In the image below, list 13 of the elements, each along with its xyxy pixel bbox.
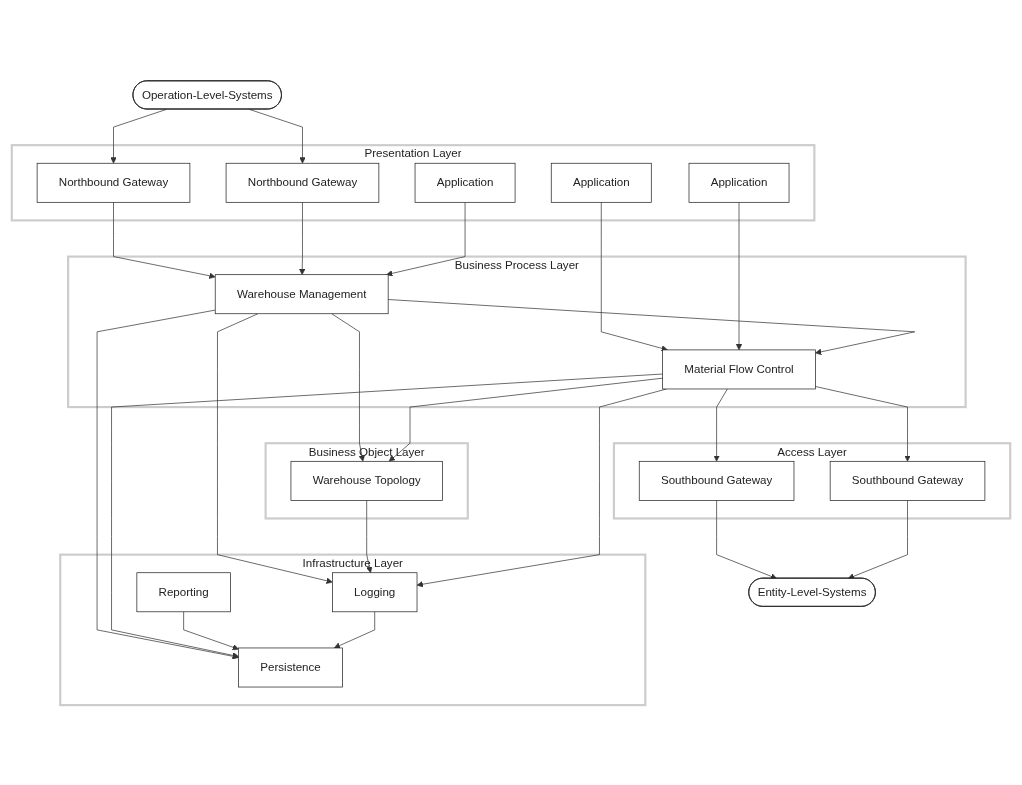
node-box: Persistence: [238, 647, 343, 687]
node-box: Logging: [332, 571, 418, 612]
node-box: Warehouse Management: [214, 273, 389, 314]
node-box: Application: [688, 162, 790, 203]
node-box: Northbound Gateway: [225, 162, 380, 203]
node-box: Application: [550, 162, 652, 203]
node-box: Southbound Gateway: [638, 460, 795, 501]
node-box: Southbound Gateway: [829, 460, 986, 501]
node-box: Northbound Gateway: [36, 162, 191, 203]
node-box: Warehouse Topology: [290, 460, 443, 501]
node-box: Application: [414, 162, 516, 203]
node-box: Reporting: [136, 571, 231, 612]
node-box: Material Flow Control: [662, 349, 816, 389]
